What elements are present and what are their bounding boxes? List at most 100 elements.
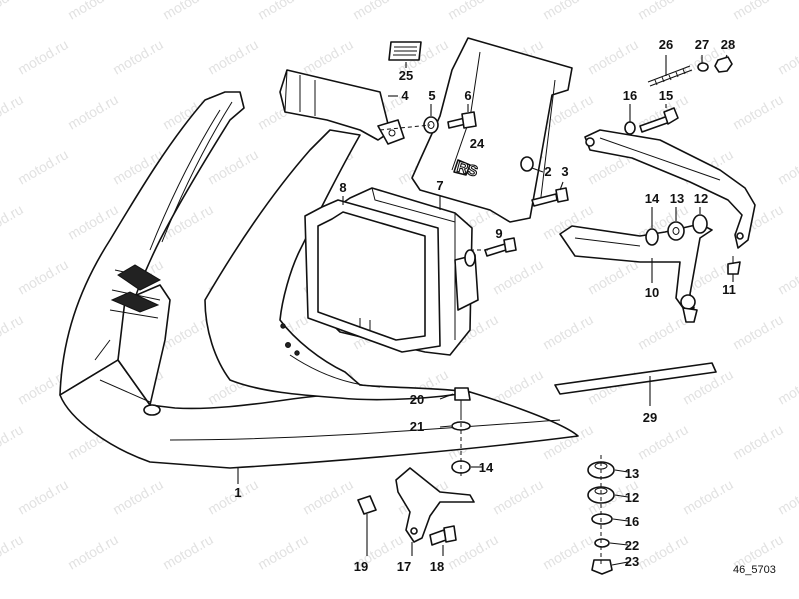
callout-label-16: 16 [625, 514, 639, 529]
callout-label-20: 20 [410, 392, 424, 407]
watermark-text: motod.ru [680, 476, 736, 517]
watermark-text: motod.ru [205, 476, 261, 517]
callout-label-10: 10 [645, 285, 659, 300]
leader-line-20 [439, 393, 454, 400]
watermark-text: motod.ru [110, 36, 166, 77]
callout-label-7: 7 [436, 178, 443, 193]
watermark-text: motod.ru [775, 256, 799, 297]
callout-label-13: 13 [625, 466, 639, 481]
callout-label-4: 4 [401, 88, 409, 103]
watermark-text: motod.ru [300, 476, 356, 517]
watermark-text: motod.ru [635, 421, 691, 462]
plate-part-25 [388, 41, 422, 61]
watermark-text: motod.ru [585, 36, 641, 77]
watermark-text: motod.ru [255, 531, 311, 572]
mount-bracket [559, 129, 756, 323]
watermark-text: motod.ru [15, 36, 71, 77]
watermark-text: motod.ru [775, 36, 799, 77]
callout-label-21: 21 [410, 419, 424, 434]
fasteners-lower [357, 387, 615, 575]
watermark-text: motod.ru [65, 531, 121, 572]
watermark-text: motod.ru [0, 201, 26, 242]
watermark-text: motod.ru [160, 531, 216, 572]
callout-label-26: 26 [659, 37, 673, 52]
callout-label-23: 23 [625, 554, 639, 569]
callout-label-9: 9 [495, 226, 502, 241]
watermark-text: motod.ru [0, 311, 26, 352]
watermark-text: motod.ru [65, 91, 121, 132]
watermark-text: motod.ru [110, 476, 166, 517]
leader-line-28 [725, 54, 728, 58]
callout-label-13: 13 [670, 191, 684, 206]
watermark-text: motod.ru [0, 0, 26, 23]
watermark-text: motod.ru [300, 36, 356, 77]
watermark-text: motod.ru [15, 476, 71, 517]
headlight-part [304, 187, 479, 356]
callout-label-12: 12 [625, 490, 639, 505]
watermark-text: motod.ru [540, 531, 596, 572]
callout-label-25: 25 [399, 68, 413, 83]
leader-line-16 [612, 518, 629, 522]
callout-label-14: 14 [645, 191, 660, 206]
watermark-text: motod.ru [490, 256, 546, 297]
watermark-text: motod.ru [0, 531, 26, 572]
watermark-text: motod.ru [0, 91, 26, 132]
callout-label-2: 2 [544, 164, 551, 179]
watermark-text: motod.ru [730, 311, 786, 352]
watermark-text: motod.ru [15, 256, 71, 297]
watermark-text: motod.ru [585, 256, 641, 297]
callout-label-22: 22 [625, 538, 639, 553]
watermark-text: motod.ru [775, 476, 799, 517]
leader-line-22 [609, 542, 629, 546]
watermark-text: motod.ru [350, 0, 406, 23]
strip-part-29 [554, 362, 717, 395]
trim-part-4 [279, 69, 405, 145]
callout-label-29: 29 [643, 410, 657, 425]
callout-label-14: 14 [479, 460, 494, 475]
fairing-part [59, 91, 579, 469]
callout-label-16: 16 [623, 88, 637, 103]
callout-label-1: 1 [234, 485, 241, 500]
watermark-text: motod.ru [635, 311, 691, 352]
callout-label-24: 24 [470, 136, 485, 151]
watermark-text: motod.ru [255, 0, 311, 23]
callout-label-11: 11 [722, 282, 736, 297]
watermark-text: motod.ru [160, 0, 216, 23]
watermark-text: motod.ru [775, 146, 799, 187]
callout-label-3: 3 [561, 164, 568, 179]
watermark-text: motod.ru [205, 146, 261, 187]
leader-line-13 [614, 469, 629, 473]
windscreen-bracket: RS [411, 37, 573, 223]
leader-line-21 [439, 425, 452, 428]
watermark-text: motod.ru [540, 0, 596, 23]
watermark-text: motod.ru [65, 0, 121, 23]
leader-line-12 [614, 494, 629, 498]
watermark-text: motod.ru [635, 531, 691, 572]
callout-label-28: 28 [721, 37, 735, 52]
callout-label-6: 6 [464, 88, 471, 103]
watermark-text: motod.ru [15, 146, 71, 187]
rs-badge: RS [455, 159, 480, 181]
watermark-text: motod.ru [205, 36, 261, 77]
watermark-text: motod.ru [0, 421, 26, 462]
watermark-text: motod.ru [730, 0, 786, 23]
assembly-lines [379, 124, 602, 565]
watermark-text: motod.ru [635, 0, 691, 23]
watermark-text: motod.ru [730, 421, 786, 462]
callout-label-8: 8 [339, 180, 346, 195]
callout-label-5: 5 [428, 88, 435, 103]
fasteners-top [423, 56, 741, 275]
callout-label-19: 19 [354, 559, 368, 574]
watermark-text: motod.ru [775, 366, 799, 407]
watermark-text: motod.ru [730, 91, 786, 132]
watermark-text: motod.ru [445, 0, 501, 23]
callout-label-27: 27 [695, 37, 709, 52]
callout-label-12: 12 [694, 191, 708, 206]
callout-label-17: 17 [397, 559, 411, 574]
diagram-reference: 46_5703 [733, 564, 776, 576]
callout-label-18: 18 [430, 559, 444, 574]
leader-line-3 [559, 181, 564, 191]
